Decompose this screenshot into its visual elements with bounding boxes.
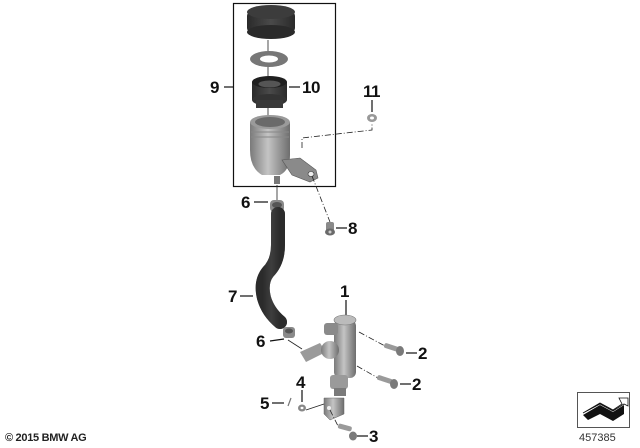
diagram-number: 457385	[579, 432, 616, 444]
callout-2-upper: 2	[418, 344, 427, 363]
mounting-bolt	[376, 375, 398, 389]
callout-5: 5	[260, 394, 269, 413]
callout-4: 4	[296, 373, 305, 392]
callout-9: 9	[210, 78, 219, 97]
reservoir-body	[250, 115, 319, 184]
callout-7: 7	[228, 287, 237, 306]
bolt	[325, 222, 335, 236]
master-cylinder	[300, 300, 357, 421]
mounting-bolt	[383, 343, 404, 356]
pivot-bolt	[337, 423, 357, 441]
cotter-pin	[287, 397, 292, 407]
washer-small	[298, 404, 306, 412]
hose-clamp-lower	[283, 327, 295, 338]
callout-3: 3	[369, 427, 378, 446]
cap-gasket-ring	[250, 51, 288, 67]
callout-6-upper: 6	[241, 193, 250, 212]
callout-8: 8	[348, 219, 357, 238]
reservoir-bellows-seal	[252, 76, 287, 108]
reservoir-cap	[247, 5, 295, 39]
washer	[367, 114, 377, 122]
arrow-icon	[577, 392, 630, 428]
callout-1: 1	[340, 282, 349, 301]
callout-2-lower: 2	[412, 375, 421, 394]
callout-10: 10	[302, 78, 320, 97]
group-box	[232, 2, 337, 188]
callout-6-lower: 6	[256, 332, 265, 351]
callout-11: 11	[363, 82, 380, 101]
copyright-text: © 2015 BMW AG	[5, 432, 87, 444]
